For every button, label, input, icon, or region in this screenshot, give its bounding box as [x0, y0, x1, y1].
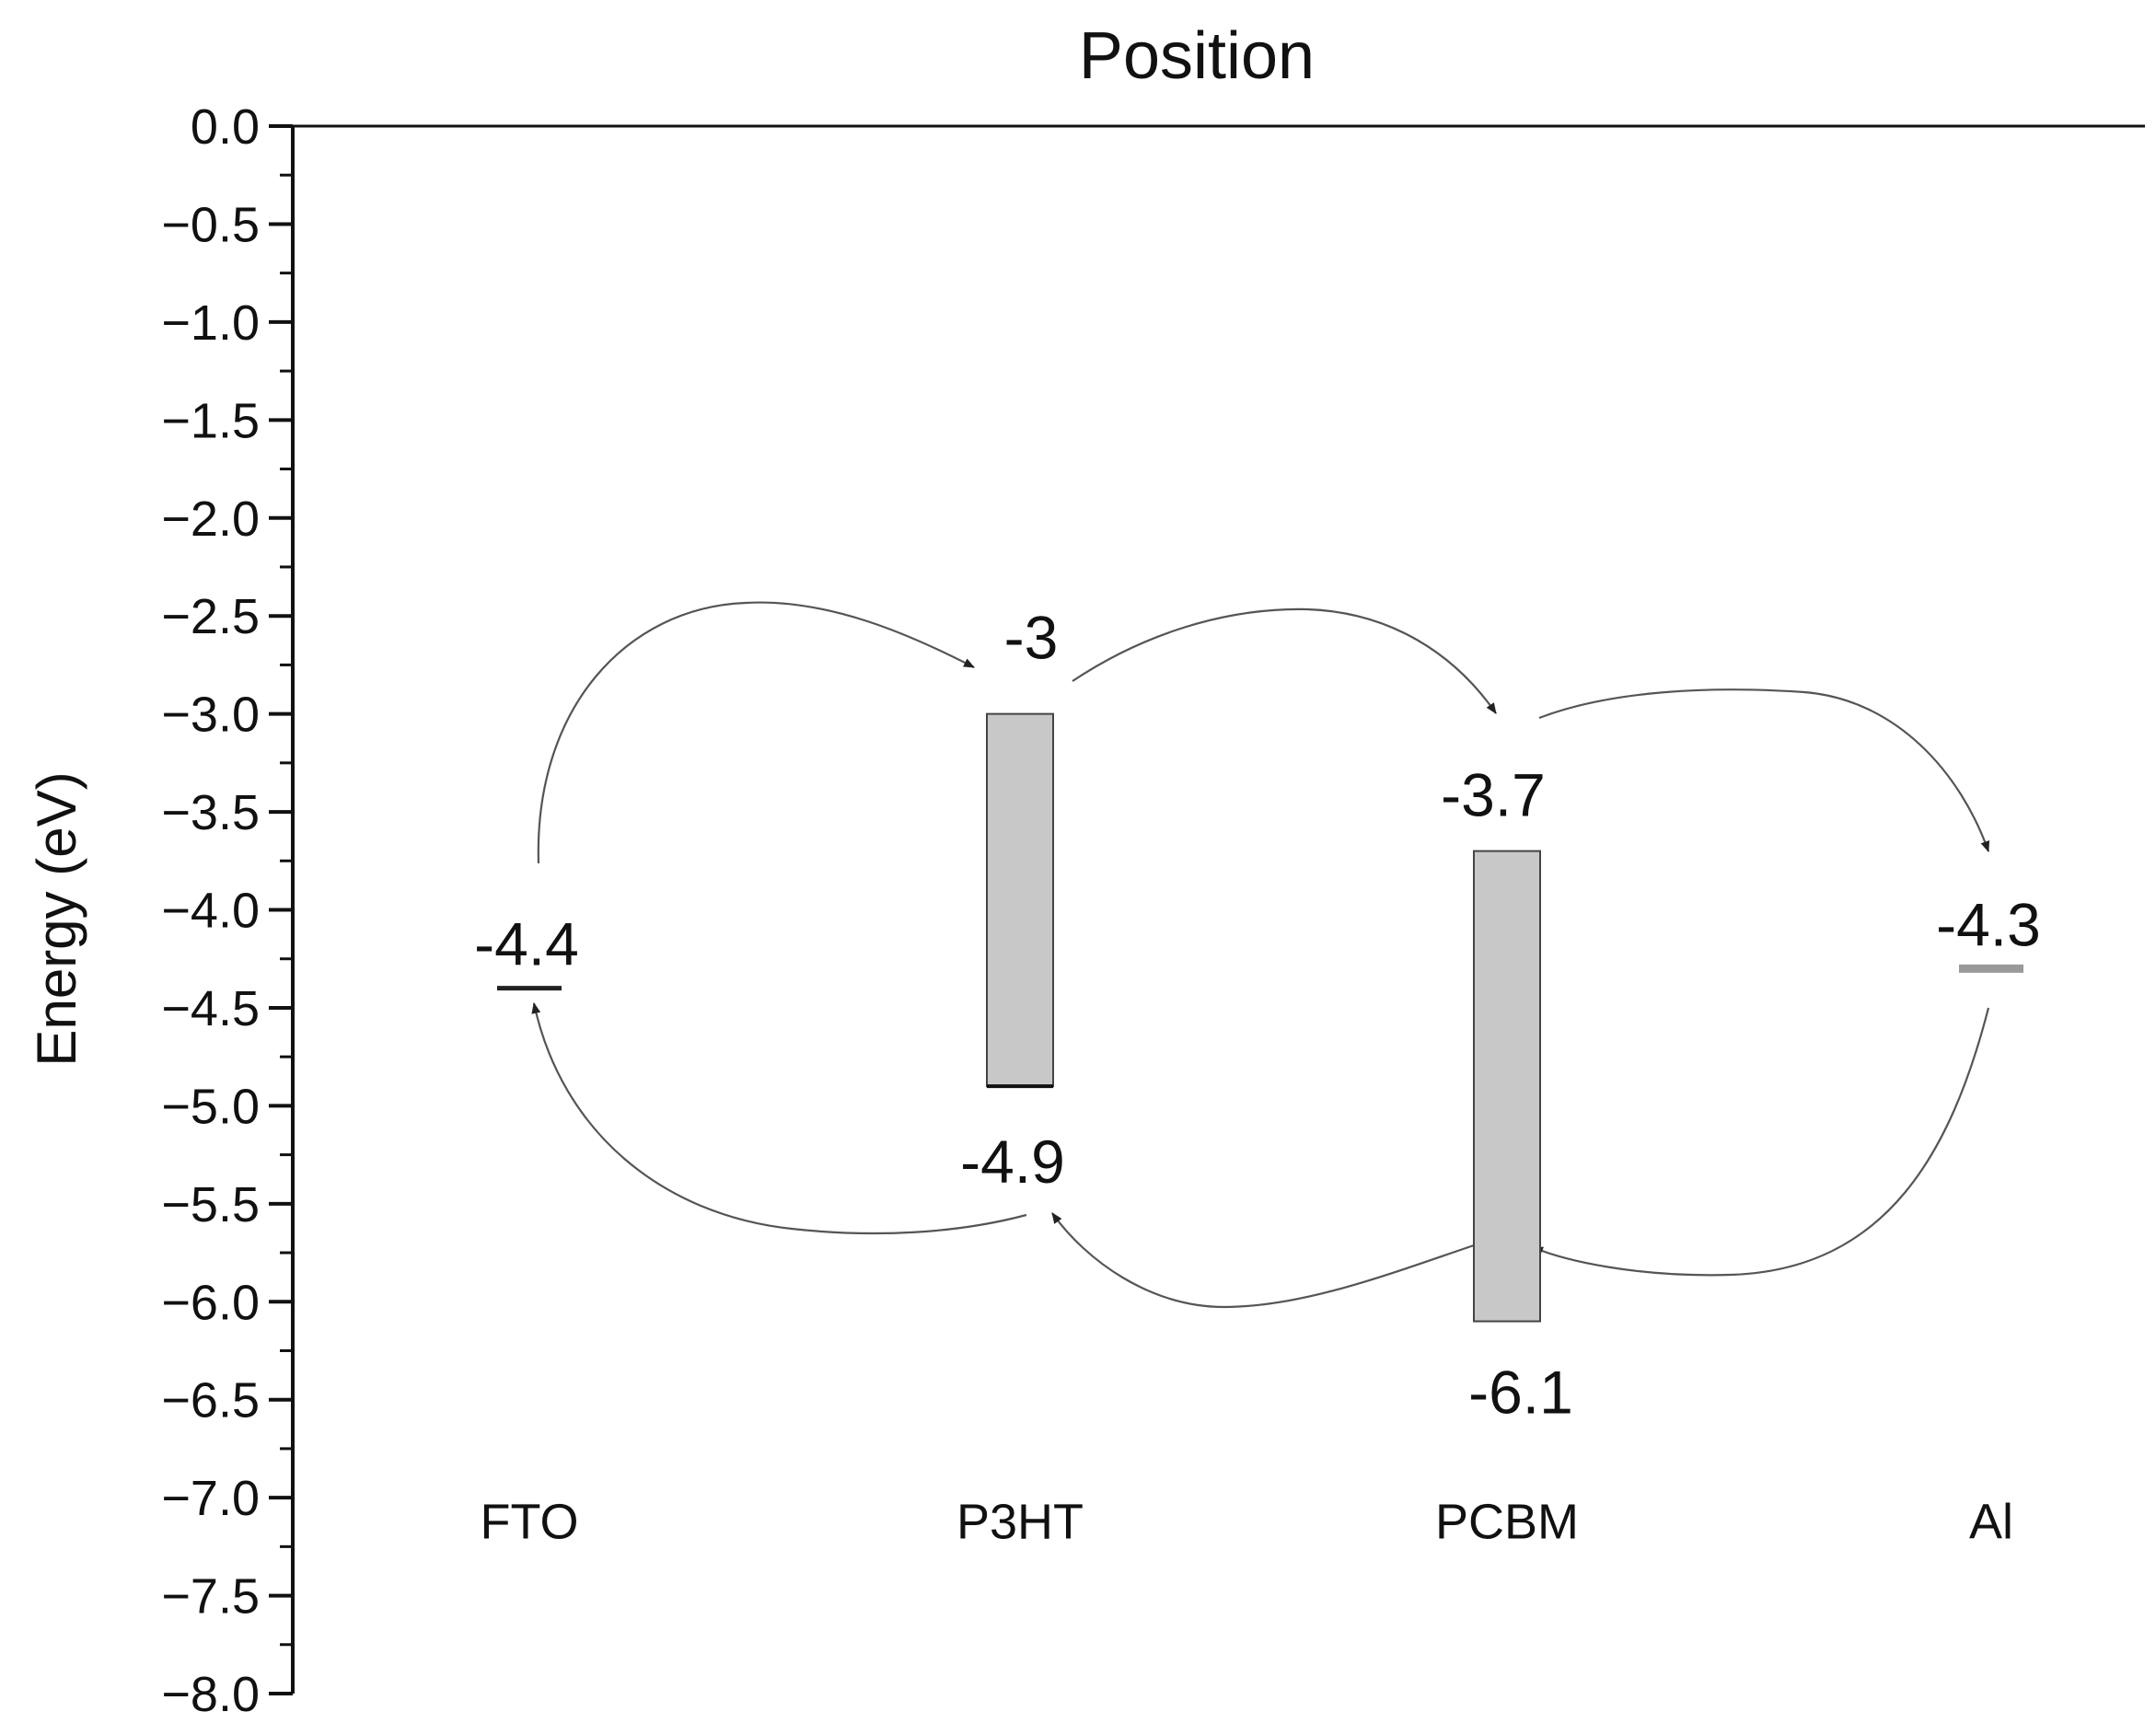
al-level-label: -4.3: [1936, 890, 2041, 958]
arrow-pcbm-to-p3ht: [1051, 1212, 1483, 1309]
pcbm-homo-label: -6.1: [1468, 1359, 1573, 1427]
y-tick-label: −3.5: [161, 785, 260, 840]
p3ht-lumo-label: -3: [1004, 604, 1059, 672]
y-tick-label: −3.0: [161, 688, 260, 743]
y-tick-label: −1.5: [161, 393, 260, 448]
arrow-al-to-pcbm: [1532, 1007, 1990, 1277]
y-tick-label: −8.0: [161, 1667, 260, 1722]
y-tick-label: −4.0: [161, 884, 260, 939]
y-tick-label: −4.5: [161, 981, 260, 1036]
chart-title: Position: [1079, 19, 1315, 93]
y-tick-label: −7.5: [161, 1569, 260, 1625]
pcbm-band: [1473, 850, 1541, 1323]
y-tick-label: −5.0: [161, 1079, 260, 1134]
pcbm-lumo-label: -3.7: [1441, 761, 1546, 829]
arrow-fto-to-p3ht: [537, 601, 975, 864]
fto-material-label: FTO: [481, 1495, 579, 1550]
fto-level-label: -4.4: [474, 910, 579, 978]
y-tick-label: −2.5: [161, 589, 260, 644]
y-tick-label: −2.0: [161, 492, 260, 547]
p3ht-material-label: P3HT: [956, 1495, 1084, 1550]
y-tick-label: −5.5: [161, 1177, 260, 1232]
pcbm-material-label: PCBM: [1435, 1495, 1579, 1550]
arrow-p3ht-to-pcbm: [1072, 607, 1497, 714]
arrow-p3ht-to-fto: [531, 1002, 1027, 1235]
y-tick-label: −1.0: [161, 295, 260, 351]
y-tick-label: −6.5: [161, 1373, 260, 1428]
y-tick-label: −6.0: [161, 1275, 260, 1330]
y-tick-label: 0.0: [191, 99, 260, 155]
y-axis-title: Energy (eV): [26, 771, 87, 1066]
arrow-pcbm-to-al: [1538, 688, 1990, 852]
p3ht-band: [986, 712, 1054, 1088]
y-tick-label: −0.5: [161, 197, 260, 252]
al-material-label: Al: [1969, 1495, 2013, 1550]
p3ht-homo-label: -4.9: [960, 1128, 1065, 1196]
y-tick-label: −7.0: [161, 1471, 260, 1526]
